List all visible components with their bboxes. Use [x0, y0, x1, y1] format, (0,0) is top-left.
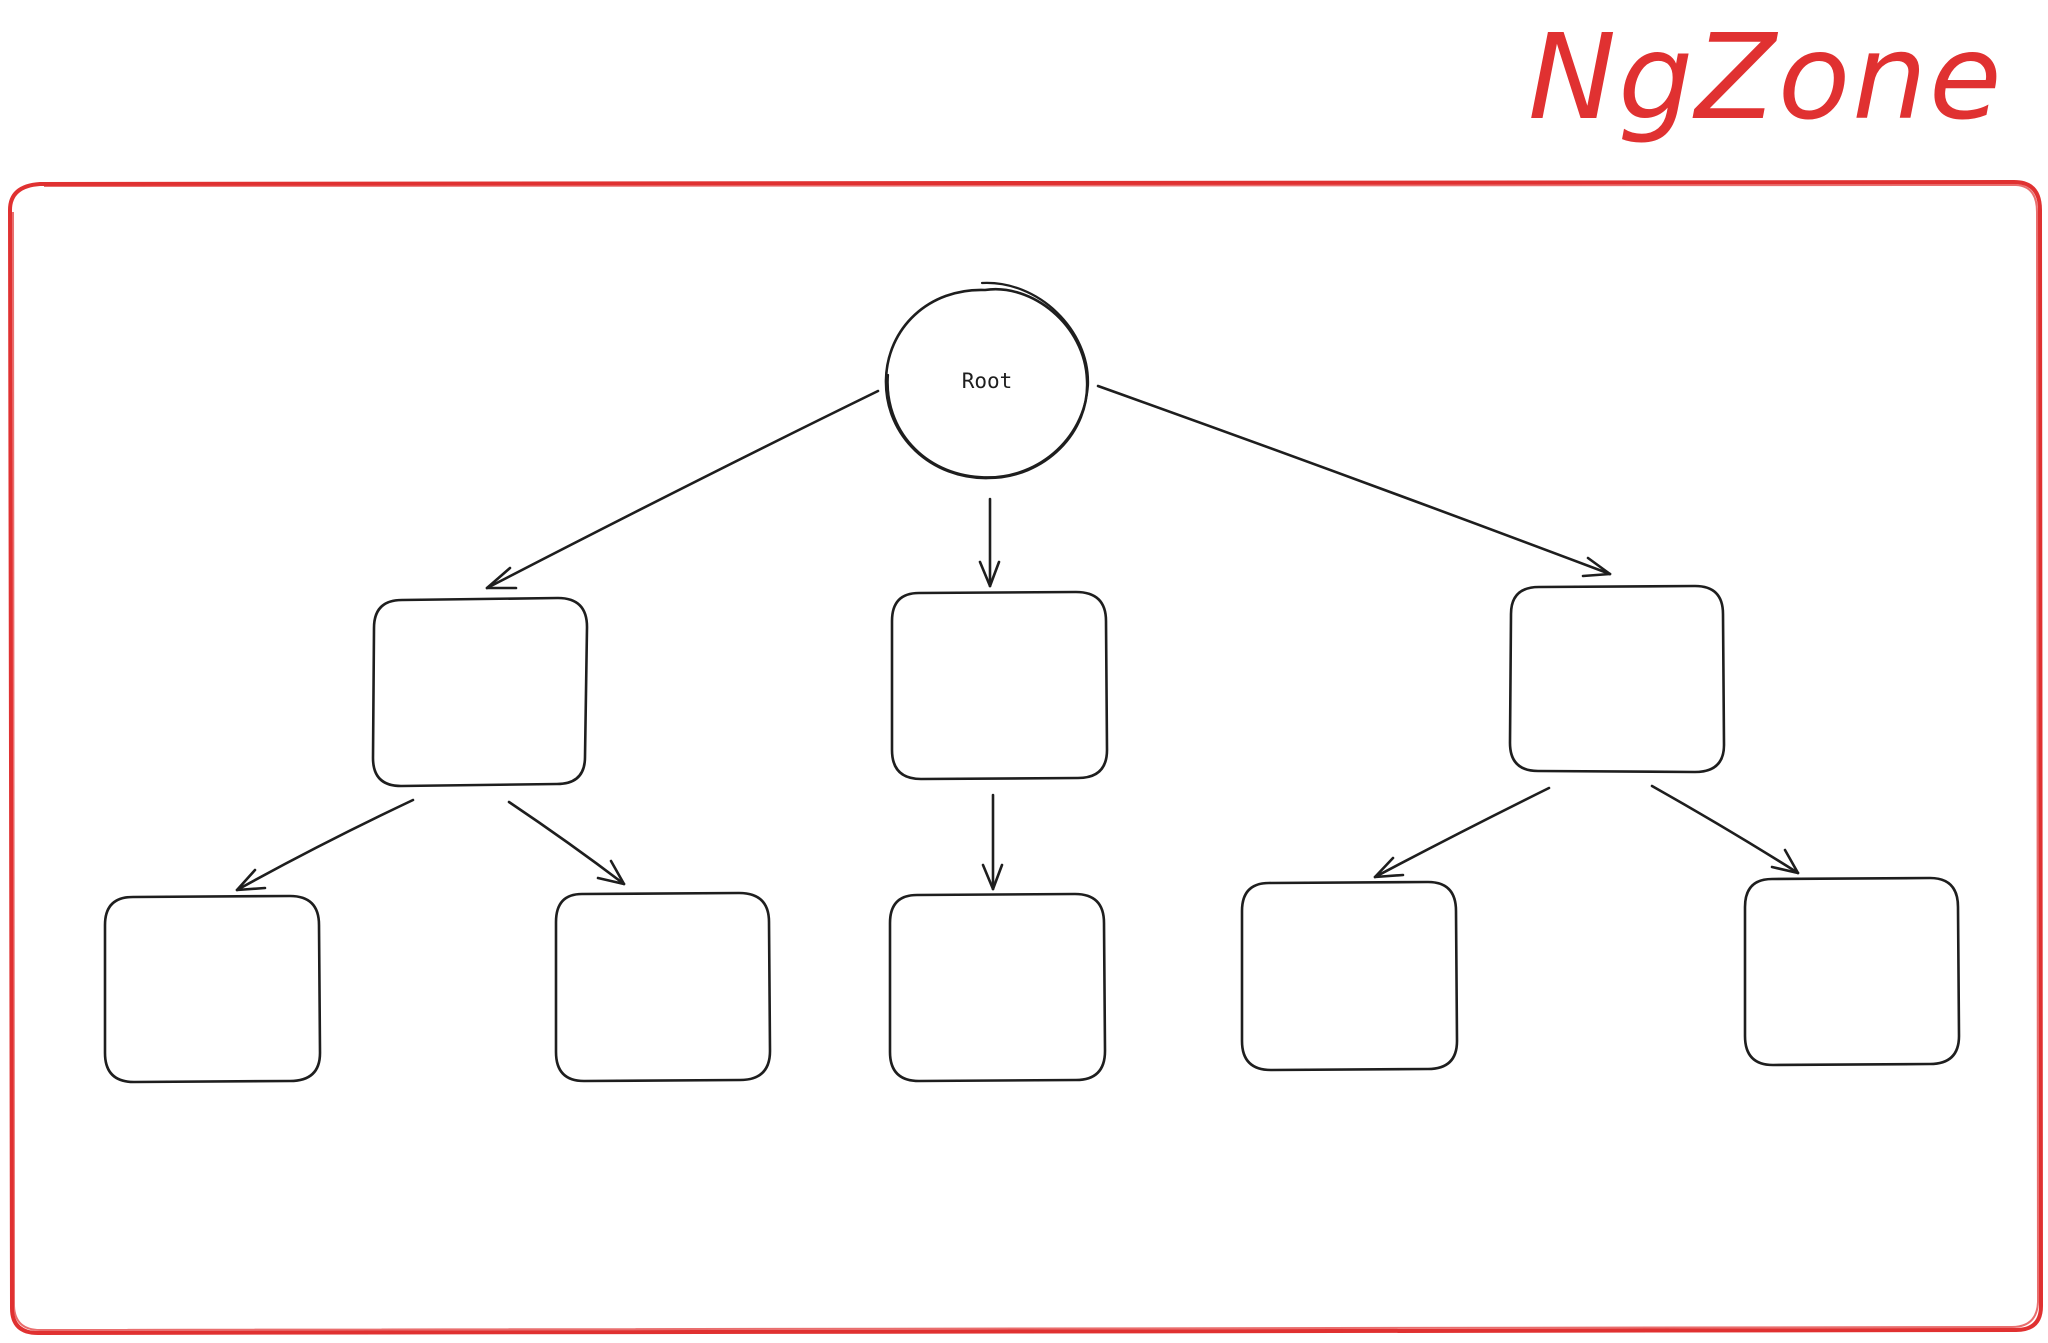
arrow-root-to-right [1096, 384, 1612, 578]
root-label: Root [962, 369, 1013, 393]
arrow-right-to-grandchild-5 [1650, 784, 1800, 875]
arrow-root-to-left [485, 389, 880, 590]
grandchild-node-2 [554, 891, 772, 1083]
arrow-left-to-grandchild-2 [507, 800, 626, 886]
child-node-right [1508, 584, 1726, 774]
zone-title: NgZone [1528, 8, 2004, 146]
root-node: Root [884, 281, 1090, 480]
grandchild-node-5 [1743, 876, 1961, 1067]
child-node-middle [890, 590, 1109, 781]
grandchild-node-1 [103, 894, 322, 1084]
arrow-root-to-middle [978, 497, 1001, 588]
grandchild-node-4 [1240, 880, 1459, 1072]
grandchild-node-3 [888, 892, 1107, 1083]
arrow-middle-to-grandchild-3 [981, 793, 1004, 891]
arrow-left-to-grandchild-1 [235, 798, 415, 892]
ngzone-boundary [8, 180, 2043, 1335]
child-node-left [371, 596, 589, 788]
arrow-right-to-grandchild-4 [1373, 786, 1551, 879]
